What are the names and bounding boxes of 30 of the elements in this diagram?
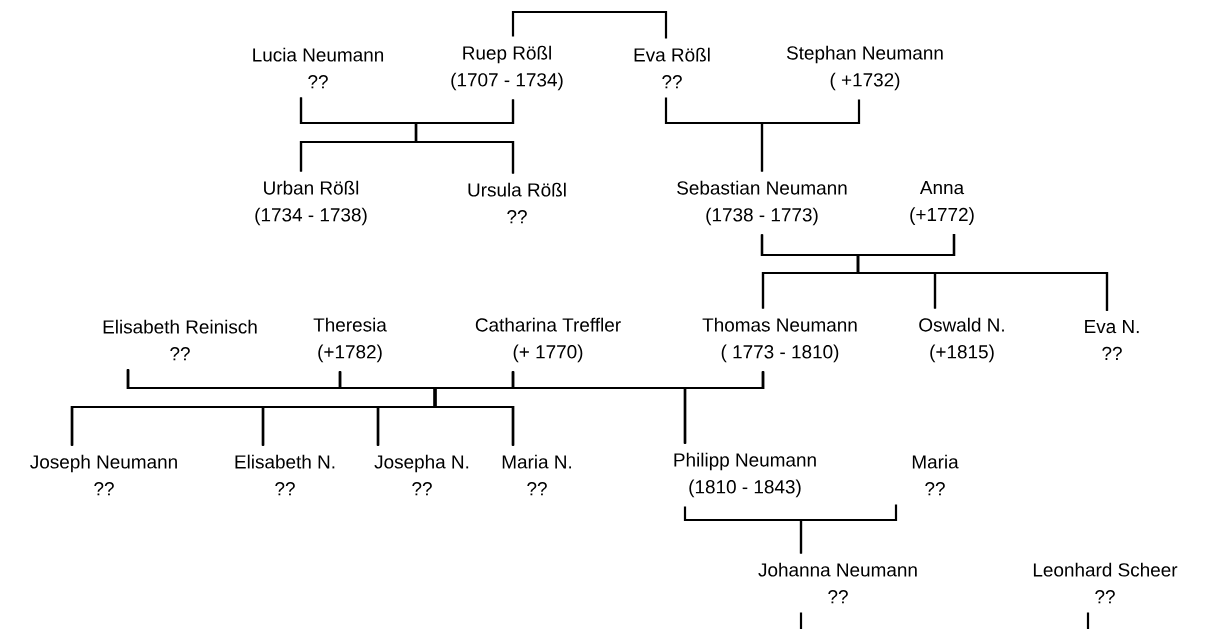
family-line (1086, 612, 1090, 629)
person-label: Josepha N. ?? (374, 454, 469, 496)
person-label: Sebastian Neumann (1738 - 1773) (677, 180, 847, 226)
person-label: Maria ?? (912, 454, 959, 496)
person-label: Johanna Neumann ?? (758, 562, 917, 604)
person-label: Maria N. ?? (502, 454, 571, 496)
person-label: Elisabeth Reinisch ?? (103, 319, 257, 361)
person-label: Lucia Neumann ?? (253, 47, 384, 89)
person-label: Urban Rößl (1734 - 1738) (255, 180, 367, 226)
person-label: Leonhard Scheer ?? (1033, 562, 1178, 604)
person-label: Eva Rößl ?? (634, 47, 710, 89)
person-label: Theresia (+1782) (313, 317, 387, 363)
family-line (511, 10, 668, 39)
person-label: Oswald N. (+1815) (919, 317, 1004, 363)
family-line (799, 504, 898, 554)
person-label: Joseph Neumann ?? (30, 454, 177, 496)
family-line (760, 99, 861, 172)
person-label: Ruep Rößl (1707 - 1734) (451, 45, 563, 91)
person-label: Ursula Rößl ?? (468, 182, 566, 224)
person-label: Thomas Neumann ( 1773 - 1810) (702, 317, 857, 363)
person-label: Catharina Treffler (+ 1770) (475, 317, 621, 363)
person-label: Elisabeth N. ?? (235, 454, 335, 496)
family-line (414, 99, 515, 174)
person-label: Eva N. ?? (1085, 320, 1139, 360)
family-line (799, 612, 803, 629)
family-line (856, 234, 1109, 311)
person-label: Anna (+1772) (910, 181, 974, 225)
person-label: Stephan Neumann ( +1732) (786, 45, 943, 91)
family-line (683, 371, 765, 444)
person-label: Philipp Neumann (1810 - 1843) (674, 452, 816, 498)
